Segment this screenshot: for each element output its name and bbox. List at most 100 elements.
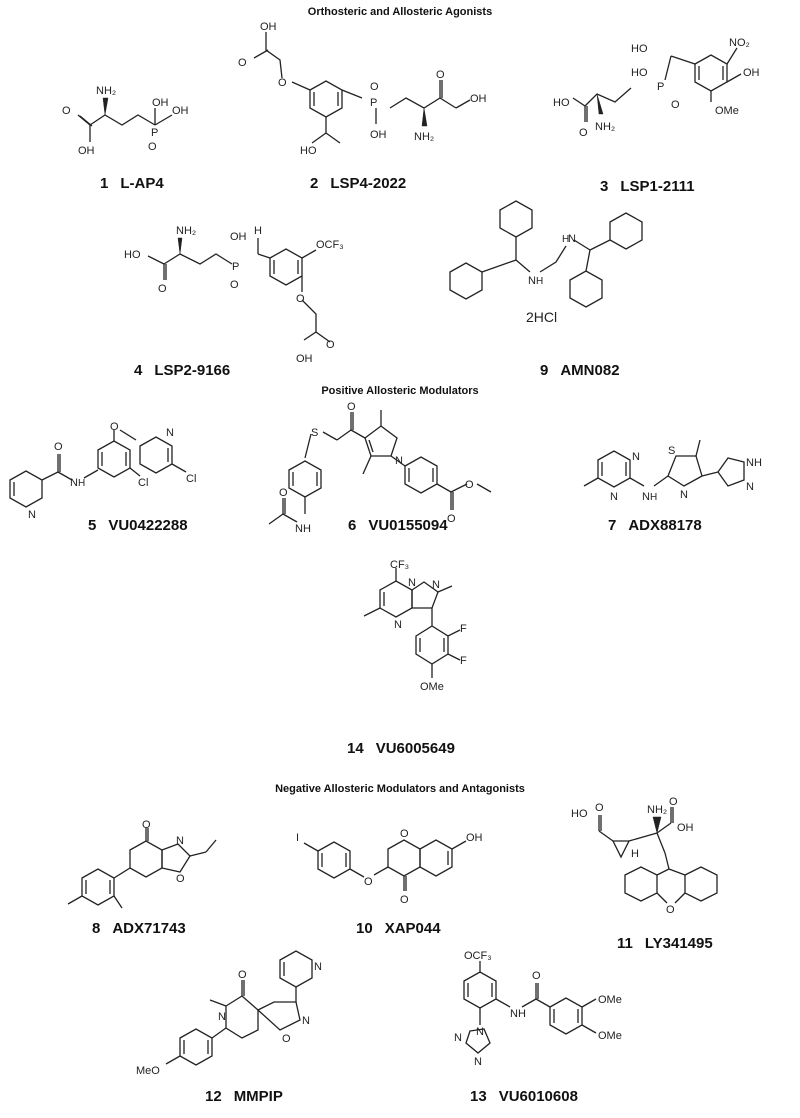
svg-text:OH: OH xyxy=(152,97,169,109)
svg-text:O: O xyxy=(278,77,287,89)
svg-text:O: O xyxy=(579,127,588,139)
svg-text:N: N xyxy=(314,961,322,973)
structure-vu0155094: O S N NH O O O xyxy=(268,401,492,535)
svg-text:P: P xyxy=(370,97,377,109)
svg-text:N: N xyxy=(474,1056,482,1068)
svg-text:O: O xyxy=(669,796,678,808)
svg-text:O: O xyxy=(400,894,409,906)
svg-text:O: O xyxy=(671,99,680,111)
svg-text:H: H xyxy=(562,234,569,245)
svg-text:H: H xyxy=(78,478,85,489)
structure-vu6010608: OCF₃ NH O OMe OMe N N N xyxy=(454,950,622,1068)
structure-lsp1-2111: HO HO P O NO₂ OH OMe HO O NH₂ xyxy=(553,37,760,139)
svg-text:2HCl: 2HCl xyxy=(526,309,557,325)
svg-text:HO: HO xyxy=(571,808,588,820)
svg-text:NO₂: NO₂ xyxy=(729,37,750,49)
svg-text:N: N xyxy=(746,481,754,493)
svg-text:F: F xyxy=(460,655,467,667)
svg-text:H: H xyxy=(650,492,657,503)
svg-text:OMe: OMe xyxy=(598,994,622,1006)
section-title-nams: Negative Allosteric Modulators and Antag… xyxy=(275,783,525,795)
section-title-agonists: Orthosteric and Allosteric Agonists xyxy=(307,6,493,18)
svg-text:NH₂: NH₂ xyxy=(647,804,667,816)
svg-text:O: O xyxy=(532,970,541,982)
svg-text:OH: OH xyxy=(296,353,313,365)
svg-text:N: N xyxy=(70,477,78,489)
svg-text:N: N xyxy=(568,233,576,245)
svg-text:OH: OH xyxy=(370,129,387,141)
svg-text:N: N xyxy=(218,1011,226,1023)
svg-text:O: O xyxy=(447,513,456,525)
svg-text:N: N xyxy=(476,1026,484,1038)
svg-text:NH₂: NH₂ xyxy=(414,131,434,143)
svg-text:OCF₃: OCF₃ xyxy=(316,239,344,251)
structure-vu6005649: CF₃ N N N F F OMe xyxy=(363,559,467,693)
svg-text:F: F xyxy=(460,623,467,635)
svg-text:I: I xyxy=(296,832,299,844)
svg-text:HO: HO xyxy=(631,43,648,55)
svg-text:O: O xyxy=(238,57,247,69)
svg-text:O: O xyxy=(326,339,335,351)
svg-text:N: N xyxy=(408,577,416,589)
svg-text:OH: OH xyxy=(172,105,189,117)
svg-text:OH: OH xyxy=(230,231,247,243)
svg-text:O: O xyxy=(158,283,167,295)
svg-text:N: N xyxy=(680,489,688,501)
svg-text:OCF₃: OCF₃ xyxy=(464,950,492,962)
svg-text:N: N xyxy=(176,835,184,847)
svg-text:O: O xyxy=(595,802,604,814)
svg-text:P: P xyxy=(151,127,158,139)
svg-text:O: O xyxy=(400,828,409,840)
structure-vu0422288: N O N H O Cl N Cl xyxy=(9,421,196,521)
structure-l-ap4: O OH NH₂ OH P OH O xyxy=(62,85,189,157)
svg-text:O: O xyxy=(238,969,247,981)
svg-text:OH: OH xyxy=(78,145,95,157)
svg-text:OH: OH xyxy=(466,832,483,844)
structure-xap044: I O O O OH xyxy=(296,828,483,906)
svg-text:N: N xyxy=(632,451,640,463)
svg-text:O: O xyxy=(110,421,119,433)
svg-text:HO: HO xyxy=(631,67,648,79)
structure-mmpip: N O N N O MeO xyxy=(136,950,322,1077)
svg-text:O: O xyxy=(148,141,157,153)
svg-text:OMe: OMe xyxy=(420,681,444,693)
svg-text:OH: OH xyxy=(743,67,760,79)
svg-text:O: O xyxy=(62,105,71,117)
svg-text:O: O xyxy=(436,69,445,81)
svg-text:N: N xyxy=(395,455,403,467)
structure-ly341495: HO O NH₂ O OH H O xyxy=(571,796,718,916)
section-title-pams: Positive Allosteric Modulators xyxy=(321,385,479,397)
svg-text:NH₂: NH₂ xyxy=(595,121,615,133)
structure-adx88178: N N N H S N NH N xyxy=(583,439,762,503)
svg-text:O: O xyxy=(282,1033,291,1045)
svg-text:NH₂: NH₂ xyxy=(96,85,116,97)
svg-text:OH: OH xyxy=(260,21,277,33)
svg-text:P: P xyxy=(657,81,664,93)
svg-text:N: N xyxy=(528,275,536,287)
svg-text:N: N xyxy=(642,491,650,503)
structure-lsp4-2022: OH O O HO P O OH O OH NH₂ xyxy=(238,21,487,157)
svg-text:NH: NH xyxy=(295,523,311,535)
svg-text:HO: HO xyxy=(300,145,317,157)
structure-adx71743: O N O xyxy=(67,819,217,909)
svg-text:O: O xyxy=(296,293,305,305)
svg-text:NH₂: NH₂ xyxy=(176,225,196,237)
svg-text:N: N xyxy=(394,619,402,631)
svg-text:N: N xyxy=(302,1015,310,1027)
svg-text:O: O xyxy=(279,487,288,499)
svg-text:S: S xyxy=(668,445,675,457)
svg-text:O: O xyxy=(176,873,185,885)
svg-text:O: O xyxy=(347,401,356,413)
svg-text:NH: NH xyxy=(510,1008,526,1020)
